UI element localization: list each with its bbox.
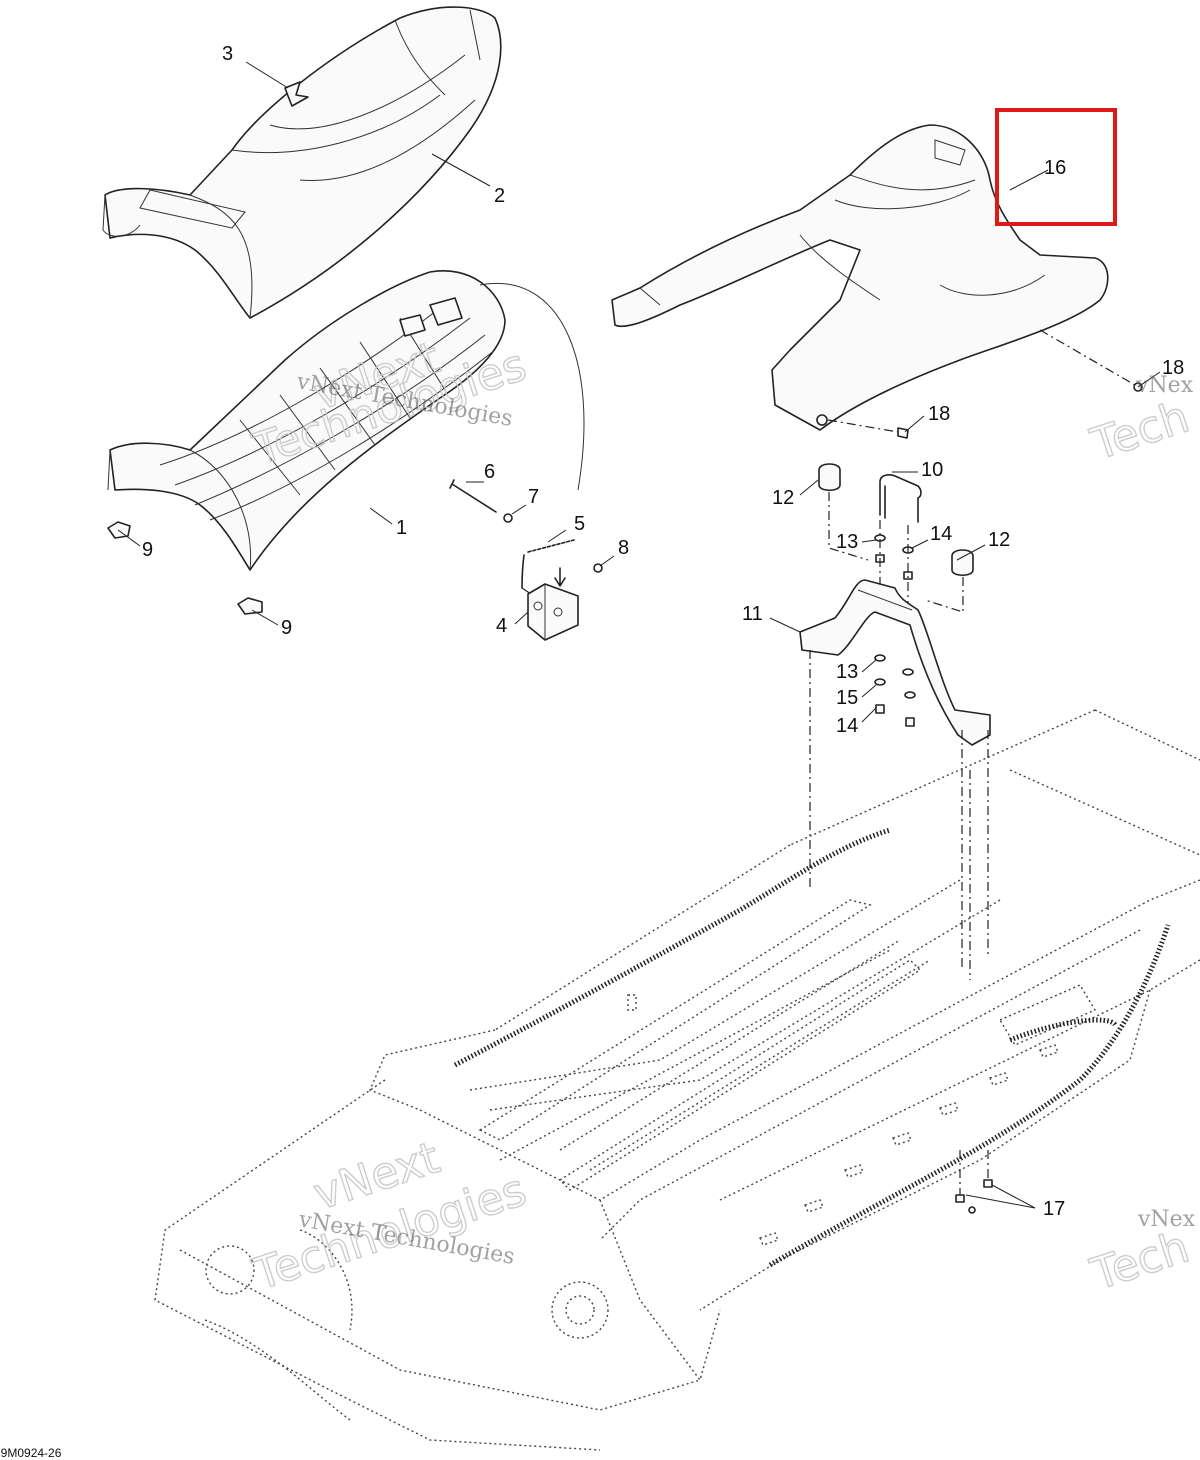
watermark-edge-small-bottom: vNex [1137,1207,1196,1232]
callout-18-lower: 18 [928,403,950,425]
callout-2: 2 [494,185,505,207]
callout-17: 17 [1043,1198,1065,1220]
bumper-left [818,463,841,492]
callout-12-right: 12 [988,529,1010,551]
clip-lower [237,597,263,615]
hardware-stack-upper [874,520,914,612]
clip-upper [107,521,131,539]
callout-5: 5 [574,513,585,535]
callout-13-lower: 13 [836,661,858,683]
callout-12-left: 12 [772,487,794,509]
callout-14-upper: 14 [930,523,952,545]
callout-8: 8 [618,537,629,559]
bumper-right [951,549,974,577]
seat-base [107,270,506,571]
watermark-edge-big-bottom: Tech [1085,1222,1195,1301]
callout-4: 4 [496,615,507,637]
callout-6: 6 [484,461,495,483]
callout-3: 3 [222,43,233,65]
callout-15: 15 [836,687,858,709]
latch-assembly [449,479,603,641]
reference-code: 29M0924-26 [0,1446,62,1460]
callout-10: 10 [921,459,943,481]
seat-cover [102,6,502,319]
rear-bracket [799,579,991,746]
callout-16: 16 [1044,157,1066,179]
callout-labels: 3 2 1 9 9 6 7 5 8 4 12 10 13 14 12 11 13… [142,43,1184,1220]
callout-9-upper: 9 [142,539,153,561]
rear-grab-handle [611,124,1109,431]
highlight-box [995,108,1117,226]
callout-1: 1 [396,517,407,539]
screw-18-right [1039,329,1143,392]
screw-18-lower [827,419,909,439]
callout-13-upper: 13 [836,531,858,553]
callout-18-right: 18 [1162,357,1184,379]
leader-lines [117,61,1161,1209]
watermark-edge-small-top: vNex [1135,373,1194,398]
u-bolt [879,474,922,523]
callout-9-lower: 9 [281,617,292,639]
callout-14-lower: 14 [836,715,858,737]
tunnel-chassis [154,709,1200,1451]
latch-cable [479,282,585,491]
watermark-edge-big-top: Tech [1085,392,1195,471]
screws-17 [955,1150,993,1214]
callout-11: 11 [742,603,763,625]
callout-7: 7 [528,486,539,508]
hardware-stack-lower [874,654,916,727]
